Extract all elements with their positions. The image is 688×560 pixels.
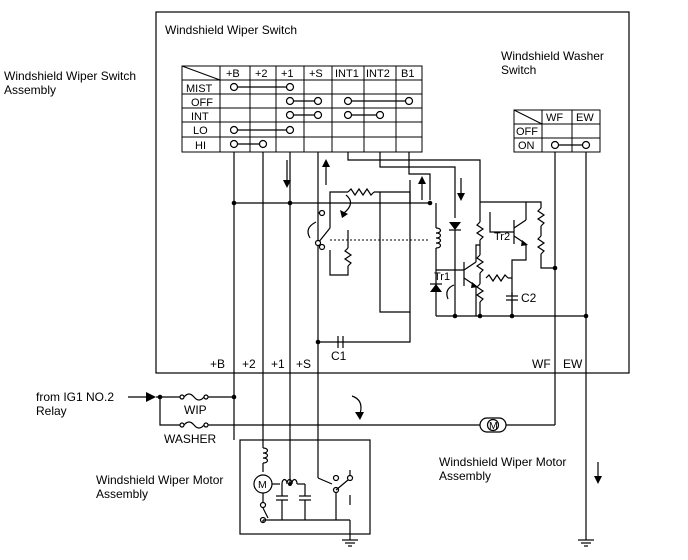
wiper-switch-title: Windshield Wiper Switch	[165, 23, 297, 37]
c2-label: C2	[521, 291, 537, 305]
washer-motor-symbol: M	[489, 420, 498, 432]
washer-fuse-label: WASHER	[164, 432, 217, 446]
terminal-plus-b: +B	[210, 357, 225, 371]
motor-assembly-left-2: Assembly	[96, 487, 148, 501]
wiper-motor-box	[239, 439, 371, 535]
terminal-wires	[233, 152, 587, 530]
wiper-switch-table	[181, 65, 423, 153]
washer-row-on: ON	[518, 140, 535, 152]
col-plus-s: +S	[309, 68, 323, 80]
terminal-plus-2: +2	[242, 357, 256, 371]
terminal-wf: WF	[532, 357, 551, 371]
timer-circuit	[231, 180, 589, 348]
supply-wiring	[128, 392, 602, 547]
motor-assembly-right-2: Assembly	[439, 469, 491, 483]
col-plus-2: +2	[255, 68, 268, 80]
switch-assembly-label-1: Windshield Wiper Switch	[4, 69, 136, 83]
washer-col-ew: EW	[576, 112, 594, 124]
col-int1: INT1	[335, 68, 359, 80]
from-relay-label-1: from IG1 NO.2	[36, 390, 114, 404]
row-int: INT	[191, 111, 209, 123]
terminal-ew: EW	[563, 357, 583, 371]
c1-label: C1	[331, 349, 347, 363]
col-plus-b: +B	[226, 68, 240, 80]
col-plus-1: +1	[281, 68, 294, 80]
row-mist: MIST	[186, 83, 213, 95]
wiper-motor-internals	[253, 447, 358, 547]
washer-switch-table	[513, 109, 601, 153]
tr2-label: Tr2	[494, 231, 510, 243]
tr1-label: Tr1	[434, 271, 450, 283]
washer-row-off: OFF	[516, 126, 538, 138]
row-lo: LO	[193, 125, 208, 137]
wiper-motor-symbol: M	[258, 479, 267, 491]
wip-fuse-label: WIP	[184, 403, 207, 417]
from-relay-label-2: Relay	[36, 404, 67, 418]
wiper-switch-box	[155, 11, 630, 374]
switch-assembly-label-2: Assembly	[4, 83, 56, 97]
terminal-plus-1: +1	[271, 357, 285, 371]
switch-connections	[229, 82, 414, 149]
col-int2: INT2	[366, 68, 390, 80]
row-off: OFF	[191, 97, 213, 109]
motor-assembly-right-1: Windshield Wiper Motor	[439, 455, 566, 469]
col-b1: B1	[401, 68, 414, 80]
washer-switch-label-2: Switch	[501, 63, 536, 77]
row-hi: HI	[195, 140, 206, 152]
washer-switch-label-1: Windshield Washer	[501, 49, 604, 63]
terminal-plus-s: +S	[296, 357, 311, 371]
washer-col-wf: WF	[546, 112, 563, 124]
motor-assembly-left-1: Windshield Wiper Motor	[96, 473, 223, 487]
